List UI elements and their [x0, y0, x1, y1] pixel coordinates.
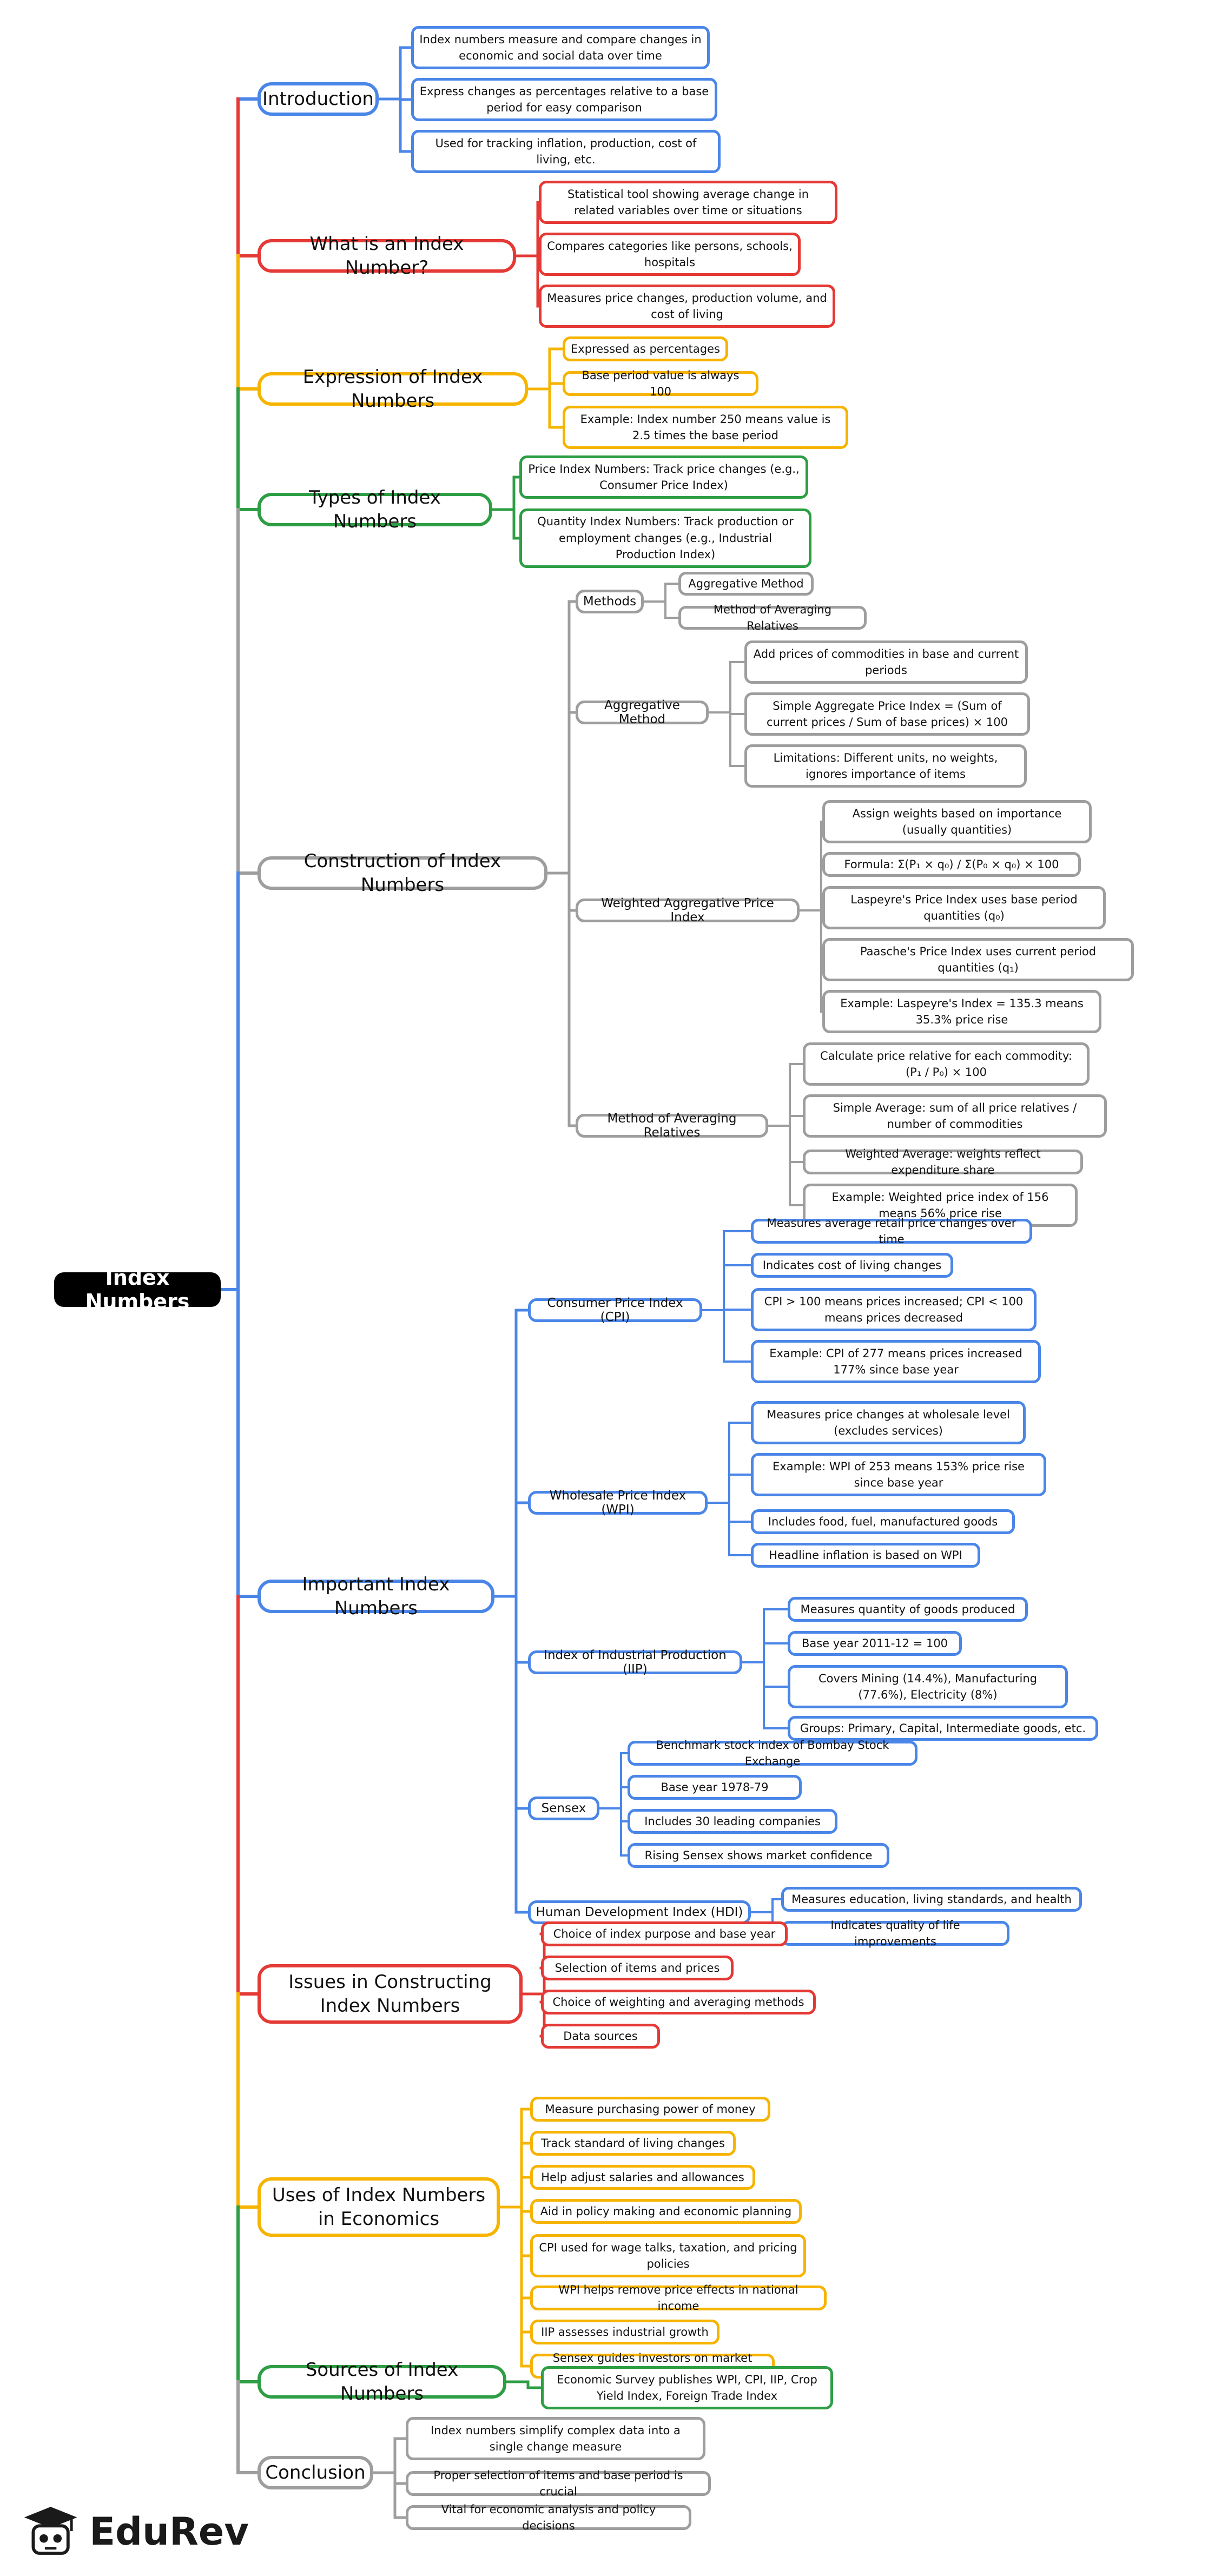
leaf-node: Measures education, living standards, an… [781, 1887, 1082, 1912]
leaf-node: Measure purchasing power of money [530, 2097, 770, 2122]
leaf-node: WPI helps remove price effects in nation… [530, 2283, 827, 2313]
leaf-node: Aid in policy making and economic planni… [530, 2199, 802, 2224]
leaf-node: Example: WPI of 253 means 153% price ris… [751, 1453, 1046, 1496]
leaf-node: Assign weights based on importance (usua… [822, 800, 1092, 843]
leaf-node: Measures price changes at wholesale leve… [751, 1401, 1026, 1444]
sub-node: Index of Industrial Production (IIP) [528, 1648, 742, 1676]
leaf-node: Measures average retail price changes ov… [751, 1217, 1032, 1246]
leaf-node: IIP assesses industrial growth [530, 2320, 719, 2344]
leaf-node: Selection of items and prices [541, 1956, 734, 1980]
leaf-node: CPI > 100 means prices increased; CPI < … [751, 1288, 1037, 1331]
leaf-node: Laspeyre's Price Index uses base period … [822, 886, 1106, 929]
topic-node: What is an Index Number? [258, 233, 516, 279]
leaf-node: Price Index Numbers: Track price changes… [519, 455, 808, 499]
leaf-node: Simple Average: sum of all price relativ… [803, 1094, 1107, 1138]
topic-node: Expression of Index Numbers [258, 366, 528, 412]
leaf-node: Measures price changes, production volum… [539, 285, 835, 328]
leaf-node: Weighted Average: weights reflect expend… [803, 1147, 1083, 1177]
topic-node: Sources of Index Numbers [258, 2359, 506, 2405]
sub-node: Method of Averaging Relatives [576, 1112, 768, 1140]
leaf-node: Example: Laspeyre's Index = 135.3 means … [822, 990, 1101, 1033]
leaf-node: Covers Mining (14.4%), Manufacturing (77… [788, 1665, 1068, 1708]
sub-node: Weighted Aggregative Price Index [576, 896, 800, 924]
leaf-node: Formula: Σ(P₁ × q₀) / Σ(P₀ × q₀) × 100 [822, 852, 1081, 877]
sub-node: Wholesale Price Index (WPI) [528, 1489, 708, 1517]
leaf-node: Economic Survey publishes WPI, CPI, IIP,… [541, 2366, 833, 2409]
leaf-node: Quantity Index Numbers: Track production… [519, 508, 811, 568]
sub-node: Human Development Index (HDI) [528, 1900, 751, 1924]
leaf-node: Paasche's Price Index uses current perio… [822, 938, 1134, 981]
topic-node: Important Index Numbers [258, 1574, 494, 1619]
edurev-logo: EduRev [22, 2499, 249, 2564]
topic-node: Issues in Constructing Index Numbers [258, 1964, 523, 2024]
leaf-node: Base year 2011-12 = 100 [788, 1631, 962, 1656]
leaf-node: Track standard of living changes [530, 2131, 736, 2156]
leaf-node: Includes 30 leading companies [628, 1809, 837, 1834]
leaf-node: Choice of index purpose and base year [541, 1921, 788, 1946]
leaf-node: Compares categories like persons, school… [539, 233, 801, 276]
leaf-node: Example: Index number 250 means value is… [563, 406, 848, 449]
leaf-node: Vital for economic analysis and policy d… [406, 2503, 691, 2532]
sub-node: Aggregative Method [576, 698, 709, 726]
topic-node: Introduction [258, 82, 379, 116]
leaf-node: Add prices of commodities in base and cu… [744, 640, 1028, 684]
leaf-node: Base period value is always 100 [563, 369, 758, 398]
topic-node: Conclusion [258, 2456, 373, 2489]
leaf-node: Rising Sensex shows market confidence [628, 1843, 889, 1868]
leaf-node: Headline inflation is based on WPI [751, 1543, 980, 1568]
leaf-node: Method of Averaging Relatives [678, 603, 867, 632]
leaf-node: Help adjust salaries and allowances [530, 2165, 755, 2190]
leaf-node: Calculate price relative for each commod… [803, 1042, 1090, 1086]
leaf-node: Indicates cost of living changes [751, 1253, 953, 1278]
topic-node: Construction of Index Numbers [258, 850, 547, 896]
leaf-node: Data sources [541, 2024, 660, 2049]
leaf-node: CPI used for wage talks, taxation, and p… [530, 2234, 806, 2277]
leaf-node: Index numbers measure and compare change… [411, 26, 710, 69]
leaf-node: Used for tracking inflation, production,… [411, 130, 721, 173]
leaf-node: Groups: Primary, Capital, Intermediate g… [788, 1716, 1098, 1741]
leaf-node: Choice of weighting and averaging method… [541, 1990, 816, 2014]
leaf-node: Proper selection of items and base perio… [406, 2469, 711, 2498]
leaf-node: Measures quantity of goods produced [788, 1597, 1028, 1622]
graduation-cap-robot-icon [24, 2507, 77, 2555]
leaf-node: Index numbers simplify complex data into… [406, 2417, 705, 2460]
topic-node: Uses of Index Numbers in Economics [258, 2177, 500, 2237]
leaf-node: Expressed as percentages [563, 336, 728, 361]
leaf-node: Includes food, fuel, manufactured goods [751, 1509, 1015, 1534]
sub-node: Methods [576, 590, 644, 613]
leaf-node: Simple Aggregate Price Index = (Sum of c… [744, 692, 1030, 736]
sub-node: Consumer Price Index (CPI) [528, 1296, 702, 1324]
leaf-node: Indicates quality of life improvements [781, 1919, 1009, 1948]
leaf-node: Limitations: Different units, no weights… [744, 744, 1027, 788]
topic-node: Types of Index Numbers [258, 487, 492, 532]
sub-node: Sensex [528, 1796, 599, 1820]
leaf-node: Aggregative Method [678, 572, 814, 596]
root-node: Index Numbers [54, 1266, 221, 1313]
brand-name: EduRev [89, 2509, 249, 2554]
leaf-node: Statistical tool showing average change … [539, 181, 837, 224]
leaf-node: Express changes as percentages relative … [411, 78, 717, 121]
leaf-node: Benchmark stock index of Bombay Stock Ex… [628, 1739, 917, 1768]
leaf-node: Base year 1978-79 [628, 1775, 802, 1800]
leaf-node: Example: CPI of 277 means prices increas… [751, 1340, 1041, 1383]
